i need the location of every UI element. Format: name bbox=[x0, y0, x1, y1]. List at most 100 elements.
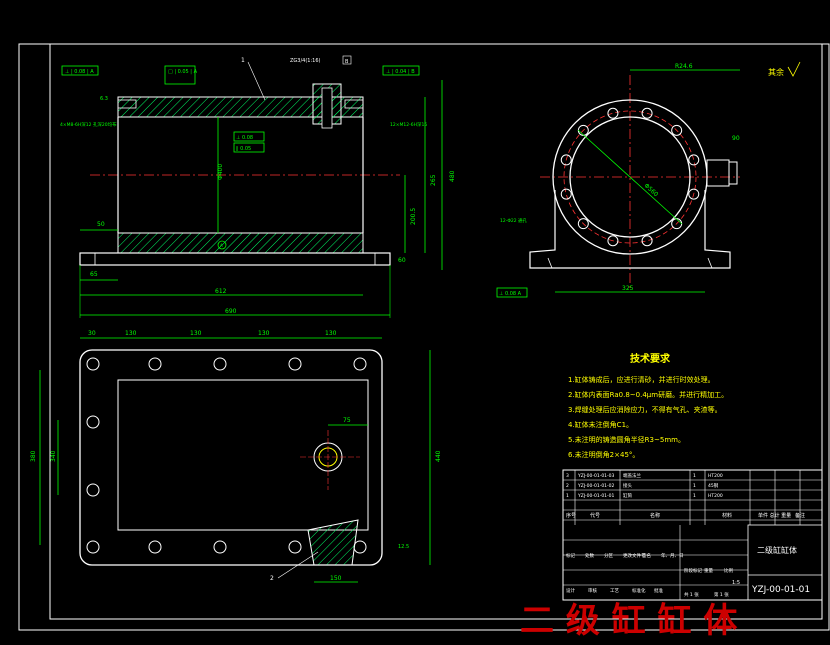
design-label: 标记 bbox=[566, 552, 575, 559]
top-hole bbox=[288, 357, 302, 371]
bom-cell: YZJ-00-01-01-02 bbox=[577, 483, 615, 489]
bottom-hole bbox=[353, 540, 367, 554]
bolt-hole bbox=[641, 107, 653, 119]
svg-text:□ | 0.05 | A: □ | 0.05 | A bbox=[168, 69, 198, 75]
sheet-label: 第 1 张 bbox=[714, 591, 729, 598]
approval-label: 标准化 bbox=[632, 587, 646, 594]
bom-cell: 端盖法兰 bbox=[623, 472, 641, 479]
top-dim-right: 440 bbox=[435, 450, 442, 462]
surface-mark: 其余 bbox=[768, 67, 784, 77]
scale: 1:5 bbox=[732, 580, 740, 586]
bolt-hole bbox=[671, 124, 683, 136]
design-label: 更改文件号 bbox=[623, 552, 646, 559]
side-dim-bottom: 325 bbox=[622, 285, 634, 292]
svg-text:⊥ | 0.04 | B: ⊥ | 0.04 | B bbox=[386, 69, 415, 75]
tech-item: 2.缸体内表面Ra0.8~0.4μm研磨。并进行精加工。 bbox=[568, 390, 728, 399]
outer-frame bbox=[18, 43, 830, 631]
tech-requirements: 技术要求 1.缸体铸成后，应进行清砂，并进行时效处理。 2.缸体内表面Ra0.8~… bbox=[568, 352, 728, 459]
approval-label: 批准 bbox=[654, 587, 663, 594]
dim-left-small: 65 bbox=[90, 271, 98, 278]
bom-cell: 缸筒 bbox=[623, 492, 632, 499]
design-label: 签名 bbox=[642, 552, 651, 559]
inner-frame bbox=[49, 43, 823, 620]
top-hole bbox=[353, 357, 367, 371]
dim-foot: 60 bbox=[398, 257, 406, 264]
approval-label: 工艺 bbox=[610, 588, 619, 594]
top-dimension-labels: 30 130 130 130 130 bbox=[88, 330, 337, 337]
bom-cell: 1 bbox=[693, 473, 696, 479]
bolt-hole bbox=[688, 154, 700, 166]
design-label: 年、月、日 bbox=[661, 552, 684, 559]
top-dim-left-outer: 380 bbox=[30, 450, 37, 462]
bom-cell: HT200 bbox=[708, 493, 723, 499]
dim-bottom-inner: 612 bbox=[215, 288, 227, 295]
inner-diameter-label: Φ400 bbox=[217, 164, 224, 180]
tech-title: 技术要求 bbox=[630, 352, 671, 365]
bom-header: 材料 bbox=[722, 512, 732, 519]
dim-bottom-outer: 690 bbox=[225, 308, 237, 315]
roughness-icon bbox=[787, 61, 801, 77]
bom-header: 序号 bbox=[566, 512, 576, 519]
approval-label: 设计 bbox=[566, 587, 575, 594]
drawing-number: YZJ-00-01-01 bbox=[751, 585, 810, 595]
top-roughness: 12.5 bbox=[398, 544, 409, 550]
top-dim-bottom: 150 bbox=[330, 575, 342, 582]
top-hole bbox=[213, 357, 227, 371]
top-dim-label: 130 bbox=[125, 330, 137, 337]
bom-cell: 接头 bbox=[623, 482, 632, 489]
tech-item: 4.缸体未注倒角C1。 bbox=[568, 420, 633, 429]
bolt-hole bbox=[560, 188, 572, 200]
bolt-hole bbox=[577, 218, 589, 230]
bom-cell: HT200 bbox=[708, 473, 723, 479]
svg-text:A: A bbox=[220, 243, 223, 248]
bom-header: 单件 总计 重量 bbox=[758, 512, 791, 519]
bom-cell: 45钢 bbox=[708, 482, 719, 489]
bom-header: 备注 bbox=[795, 512, 805, 519]
bom-cell: YZJ-00-01-01-03 bbox=[577, 473, 615, 479]
bom-cell: 1 bbox=[693, 493, 696, 499]
side-port bbox=[706, 159, 730, 187]
top-dim-label: 30 bbox=[88, 330, 96, 337]
bore bbox=[569, 116, 691, 238]
datum-a-symbol bbox=[217, 240, 227, 250]
part-name: 二级缸缸体 bbox=[757, 545, 797, 555]
top-inner-cavity bbox=[117, 379, 369, 531]
top-dim-left-inner: 340 bbox=[50, 450, 57, 462]
bolt-circle bbox=[563, 110, 697, 244]
tolerance-frame-mid: □ | 0.05 | A bbox=[164, 65, 198, 85]
dim-left-foot: 50 bbox=[97, 221, 105, 228]
top-hole bbox=[148, 357, 162, 371]
top-dim-label: 130 bbox=[325, 330, 337, 337]
front-view: Φ400 480 265 200.5 60 50 65 612 690 ⊥ | … bbox=[60, 55, 456, 318]
side-roughness-frame: ⊥ 0.08 A bbox=[499, 291, 522, 297]
design-label: 分区 bbox=[604, 552, 613, 559]
approval-label: 审核 bbox=[588, 587, 597, 594]
svg-text:∥ 0.05: ∥ 0.05 bbox=[236, 146, 251, 152]
front-left-note: 4×M8-6H深12 孔深20均布 bbox=[60, 121, 117, 128]
svg-text:⊥ | 0.08 | A: ⊥ | 0.08 | A bbox=[65, 69, 94, 75]
bottom-hole bbox=[148, 540, 162, 554]
tech-item: 5.未注明的铸造圆角半径R3~5mm。 bbox=[568, 435, 685, 444]
side-hole bbox=[86, 483, 100, 497]
tech-item: 1.缸体铸成后，应进行清砂，并进行时效处理。 bbox=[568, 375, 715, 384]
small-frames: ⊥ 0.08 ∥ 0.05 bbox=[233, 131, 265, 153]
tech-item: 6.未注明倒角2×45°。 bbox=[568, 450, 639, 459]
bom-cell: 1 bbox=[566, 493, 569, 499]
bom-cell: 2 bbox=[566, 483, 569, 489]
stage-label: 比例 bbox=[724, 567, 733, 574]
bom-header: 名称 bbox=[650, 512, 660, 519]
bottom-boss-section bbox=[307, 519, 359, 566]
tolerance-frame-right: ⊥ | 0.04 | B bbox=[382, 65, 420, 76]
bottom-hole bbox=[213, 540, 227, 554]
thread-callout: ZG3/4(1:16) bbox=[290, 58, 321, 64]
side-foot bbox=[529, 190, 731, 269]
design-label: 处数 bbox=[585, 552, 594, 559]
side-hole bbox=[86, 415, 100, 429]
bolt-hole bbox=[688, 188, 700, 200]
bottom-hole bbox=[288, 540, 302, 554]
front-right-note: 12×M12-6H深15 bbox=[390, 121, 427, 128]
top-dim-label: 130 bbox=[258, 330, 270, 337]
top-dim-label: 130 bbox=[190, 330, 202, 337]
bom-cell: 3 bbox=[566, 473, 569, 479]
